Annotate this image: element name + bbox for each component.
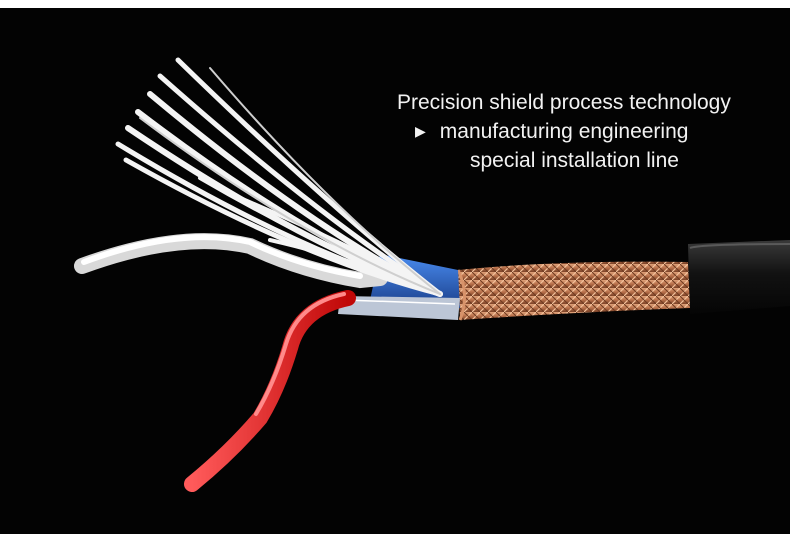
cable-photo <box>0 8 790 534</box>
white-conductor <box>74 233 388 289</box>
red-conductor <box>184 290 356 492</box>
play-arrow-icon: ▶ <box>415 123 426 139</box>
copper-braid-shield <box>456 261 690 321</box>
cotton-filler-fibers <box>115 57 443 297</box>
caption-line-2: ▶ manufacturing engineering <box>415 118 688 147</box>
caption-line-3: special installation line <box>470 149 679 172</box>
caption-line-1: Precision shield process technology <box>397 91 731 114</box>
caption-line-2-text: manufacturing engineering <box>439 120 689 143</box>
cable-illustration <box>74 57 790 492</box>
cable-jacket <box>688 240 790 314</box>
